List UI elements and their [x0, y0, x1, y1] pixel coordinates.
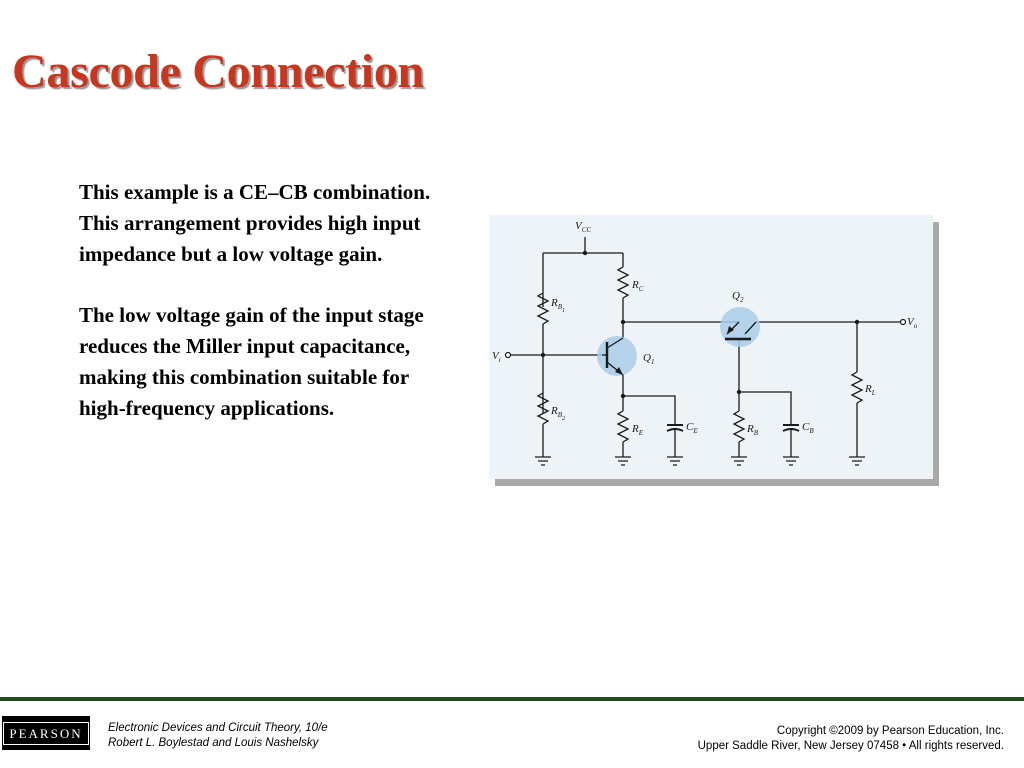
q1-emitter-arrow	[615, 367, 623, 375]
junction-dots	[540, 250, 860, 399]
ce-plate-bottom	[666, 428, 684, 432]
label-re: RE	[631, 423, 644, 437]
label-vcc: VCC	[575, 220, 591, 234]
q1-collector	[606, 337, 624, 349]
label-vi: Vi	[492, 350, 501, 364]
copyright-line: Copyright ©2009 by Pearson Education, In…	[776, 725, 1004, 737]
resistor-rb	[732, 410, 746, 443]
q2-emitter-arrow	[727, 326, 734, 334]
resistor-re	[616, 410, 630, 443]
wire-ce-top	[623, 395, 676, 425]
cascode-circuit-diagram: VCC RB1 RB2 RC RE CE Q1 Q2 RB CB RL Vi V…	[492, 220, 918, 466]
label-ce: CE	[686, 421, 698, 435]
label-rb2: RB2	[550, 405, 565, 422]
label-q1: Q1	[643, 352, 654, 366]
label-rc: RC	[631, 279, 644, 293]
q2-highlight	[720, 307, 760, 347]
resistor-rl	[850, 371, 864, 404]
book-title: Electronic Devices and Circuit Theory, 1…	[108, 722, 328, 734]
slide-body: This example is a CE–CB combination. Thi…	[79, 177, 439, 454]
resistor-rb1	[536, 292, 550, 325]
book-citation: Electronic Devices and Circuit Theory, 1…	[108, 721, 328, 751]
resistor-rb2	[536, 392, 550, 425]
label-rb1: RB1	[550, 297, 565, 314]
vi-terminal	[504, 351, 512, 359]
ground-symbols	[535, 456, 865, 466]
copyright-notice: Copyright ©2009 by Pearson Education, In…	[698, 724, 1004, 754]
copyright-address: Upper Saddle River, New Jersey 07458 • A…	[697, 740, 1004, 752]
label-rl: RL	[864, 383, 876, 397]
cb-plate-bottom	[782, 428, 800, 432]
vo-terminal	[899, 318, 907, 326]
q2-collector	[744, 321, 757, 335]
resistor-rc	[616, 266, 630, 299]
footer-rule	[0, 697, 1024, 701]
book-authors: Robert L. Boylestad and Louis Nashelsky	[108, 737, 319, 749]
wire-cb-top	[739, 391, 792, 425]
paragraph-1: This example is a CE–CB combination. Thi…	[79, 180, 431, 266]
label-rb: RB	[746, 423, 759, 437]
pearson-logo: PEARSON	[2, 716, 90, 750]
cascode-circuit-figure: VCC RB1 RB2 RC RE CE Q1 Q2 RB CB RL Vi V…	[489, 215, 933, 479]
pearson-logo-text: PEARSON	[3, 721, 89, 745]
label-q2: Q2	[732, 290, 744, 304]
paragraph-2: The low voltage gain of the input stage …	[79, 303, 424, 420]
slide-title: Cascode Connection	[12, 45, 424, 98]
label-vo: Vo	[907, 316, 918, 330]
label-cb: CB	[802, 421, 814, 435]
